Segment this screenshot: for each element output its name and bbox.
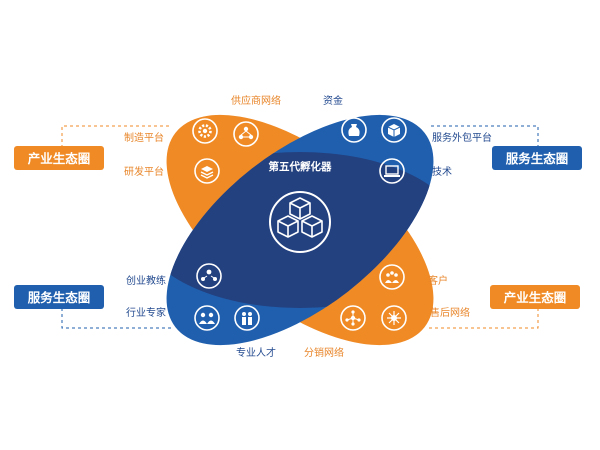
network-people-icon — [233, 121, 259, 147]
layers-icon — [194, 158, 220, 184]
label-rd-platform: 研发平台 — [124, 165, 164, 178]
box-top-right: 服务生态圈 — [492, 146, 582, 170]
svg-text:产业生态圈: 产业生态圈 — [504, 290, 567, 305]
team-icon — [234, 305, 260, 331]
package-box-icon — [381, 117, 407, 143]
mentor-icon — [196, 263, 222, 289]
cubes-icon — [269, 191, 331, 253]
money-bag-icon — [341, 117, 367, 143]
connector-bottom-left — [61, 308, 172, 329]
label-manufacturing-platform: 制造平台 — [124, 131, 164, 144]
label-technology: 技术 — [432, 165, 452, 178]
hub-icon — [340, 305, 366, 331]
connector-top-right — [428, 125, 539, 148]
label-industry-expert: 行业专家 — [126, 306, 166, 319]
box-top-left: 产业生态圈 — [14, 146, 104, 170]
svg-text:服务生态圈: 服务生态圈 — [28, 290, 91, 305]
gear-icon — [192, 118, 218, 144]
laptop-icon — [379, 158, 405, 184]
group-icon — [194, 305, 220, 331]
connector-bottom-right — [428, 308, 539, 329]
box-bottom-left: 服务生态圈 — [14, 285, 104, 309]
label-distribution-network: 分销网络 — [304, 346, 344, 359]
overlap-region — [166, 151, 434, 308]
label-outsourcing-platform: 服务外包平台 — [432, 131, 492, 144]
label-after-sales-network: 售后网络 — [430, 306, 470, 319]
svg-text:服务生态圈: 服务生态圈 — [506, 151, 569, 166]
crowd-icon — [379, 264, 405, 290]
center-title: 第五代孵化器 — [269, 160, 332, 173]
service-network-icon — [381, 305, 407, 331]
label-professional-talent: 专业人才 — [236, 346, 276, 359]
box-bottom-right: 产业生态圈 — [490, 285, 580, 309]
label-supply-network: 供应商网络 — [231, 94, 281, 107]
label-startup-coach: 创业教练 — [126, 274, 166, 287]
connector-top-left — [61, 125, 172, 148]
label-capital: 资金 — [323, 94, 343, 107]
label-customer: 客户 — [428, 274, 448, 287]
svg-text:产业生态圈: 产业生态圈 — [28, 151, 91, 166]
